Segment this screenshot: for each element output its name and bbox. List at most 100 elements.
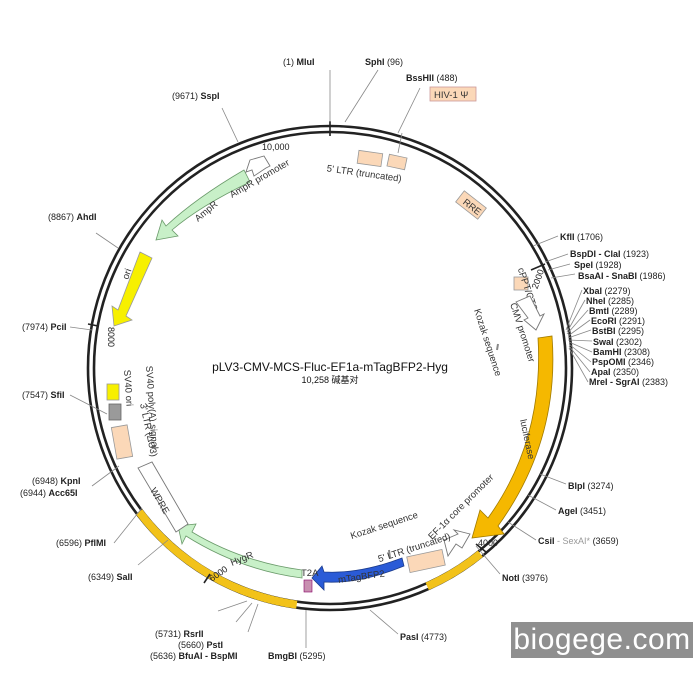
- plasmid-size: 10,258 碱基对: [301, 374, 358, 385]
- site-name: BamHI: [593, 347, 622, 357]
- watermark: biogege.com: [511, 622, 693, 658]
- site-name: KflI: [560, 232, 575, 242]
- site-bstbi: BstBI (2295): [592, 326, 644, 336]
- site-bamhi: BamHI (2308): [593, 347, 650, 357]
- site-name: PflMI: [85, 538, 107, 548]
- t2a-label: T2A: [301, 568, 319, 579]
- site-name: AhdI: [77, 212, 97, 222]
- site-pos: (2383): [642, 377, 668, 387]
- site-name: BspDI - ClaI: [570, 249, 621, 259]
- site-psti: (5660) PstI: [178, 640, 223, 650]
- site-name: RsrII: [184, 629, 204, 639]
- t2a-box: [303, 579, 313, 593]
- site-noti: NotI (3976): [502, 573, 548, 583]
- site-sspi: (9671) SspI: [172, 91, 220, 101]
- site-name: BfuAI - BspMI: [179, 651, 238, 661]
- site-pos: (3659): [593, 536, 619, 546]
- insert-ring-segment: [135, 509, 483, 609]
- site-ecori: EcoRI (2291): [591, 316, 645, 326]
- site-pos: (1986): [640, 271, 666, 281]
- site-name: NheI: [586, 296, 606, 306]
- site-pos: (9671): [172, 91, 198, 101]
- site-pos: (5660): [178, 640, 204, 650]
- site-pos: (2291): [619, 316, 645, 326]
- site-mrei: MreI - SgrAI (2383): [589, 377, 668, 387]
- sv40ori-box: [108, 403, 122, 421]
- site-pos: (6948): [32, 476, 58, 486]
- site-pos: (3451): [580, 506, 606, 516]
- kozak2-mark: [388, 549, 391, 559]
- site-sfii: (7547) SfiI: [22, 390, 65, 400]
- insert-arc-bottom: [135, 509, 298, 609]
- ori-arrow: [111, 251, 153, 327]
- site-name: CsiI: [538, 536, 555, 546]
- site-name: BsaAI - SnaBI: [578, 271, 637, 281]
- site-pos: (2285): [608, 296, 634, 306]
- hiv-psi-label: HIV-1 Ψ: [434, 90, 468, 101]
- site-pos: (1706): [577, 232, 603, 242]
- site-pos: (3976): [522, 573, 548, 583]
- site-pspomi: PspOMI (2346): [592, 357, 654, 367]
- cmv-promoter-arrow: [515, 295, 546, 331]
- site-mlui: (1) MluI: [283, 57, 315, 67]
- site-pos: (5731): [155, 629, 181, 639]
- site-kpni: (6948) KpnI: [32, 476, 81, 486]
- site-name: MreI - SgrAI: [589, 377, 640, 387]
- wpre-box: [137, 461, 189, 533]
- site-pflmi: (6596) PflMI: [56, 538, 106, 548]
- site-rsrii: (5731) RsrII: [155, 629, 204, 639]
- site-name: KpnI: [61, 476, 81, 486]
- tick-label-10000: 10,000: [262, 142, 290, 152]
- site-pasi: PasI (4773): [400, 632, 447, 642]
- site-pos: (2295): [618, 326, 644, 336]
- site-csii: CsiI - SexAI* (3659): [538, 536, 619, 546]
- site-leader-lines: [69, 69, 593, 648]
- site-extra: - SexAI*: [557, 536, 591, 546]
- site-name: XbaI: [583, 286, 602, 296]
- site-bspdi: BspDI - ClaI (1923): [570, 249, 649, 259]
- site-pos: (5636): [150, 651, 176, 661]
- mtagbfp2-label: mTagBFP2: [337, 569, 385, 586]
- ori-label: ori: [120, 267, 134, 281]
- site-blpi: BlpI (3274): [568, 481, 614, 491]
- site-bmti: BmtI (2289): [589, 306, 638, 316]
- site-acc65i: (6944) Acc65I: [20, 488, 78, 498]
- ef1a-promoter-arrow: [443, 529, 471, 558]
- site-pos: (2346): [628, 357, 654, 367]
- ampr-promoter-arrow: [245, 155, 271, 177]
- site-pos: (7547): [22, 390, 48, 400]
- site-pos: (7974): [22, 322, 48, 332]
- ltr3-box: [110, 424, 134, 460]
- site-name: SalI: [117, 572, 133, 582]
- hiv-psi-box: [429, 86, 477, 102]
- site-name: SphI: [365, 57, 385, 67]
- kozak2-label: Kozak sequence: [349, 510, 419, 542]
- hiv-psi-feature: [397, 132, 403, 154]
- site-xbai: XbaI (2279): [583, 286, 631, 296]
- site-name: MluI: [297, 57, 315, 67]
- site-name: SwaI: [593, 337, 614, 347]
- site-nhei: NheI (2285): [586, 296, 634, 306]
- site-pos: (2302): [616, 337, 642, 347]
- site-ahdi: (8867) AhdI: [48, 212, 97, 222]
- site-pos: (2350): [613, 367, 639, 377]
- site-pos: (6944): [20, 488, 46, 498]
- site-pos: (2308): [624, 347, 650, 357]
- site-pos: (3274): [588, 481, 614, 491]
- site-name: ApaI: [591, 367, 611, 377]
- kozak1-label: Kozak sequence: [471, 308, 503, 378]
- site-pos: (1): [283, 57, 294, 67]
- sv40ori-label: SV40 ori: [121, 369, 135, 406]
- site-bsaai: BsaAI - SnaBI (1986): [578, 271, 666, 281]
- plasmid-name: pLV3-CMV-MCS-Fluc-EF1a-mTagBFP2-Hyg: [212, 360, 448, 374]
- site-name: Acc65I: [49, 488, 78, 498]
- insert-arc-right: [425, 550, 483, 590]
- site-pos: (96): [387, 57, 403, 67]
- ampr-arrow: [155, 169, 251, 241]
- site-name: SfiI: [51, 390, 65, 400]
- site-agei: AgeI (3451): [558, 506, 606, 516]
- site-name: BmtI: [589, 306, 609, 316]
- site-swai: SwaI (2302): [593, 337, 642, 347]
- site-name: BstBI: [592, 326, 616, 336]
